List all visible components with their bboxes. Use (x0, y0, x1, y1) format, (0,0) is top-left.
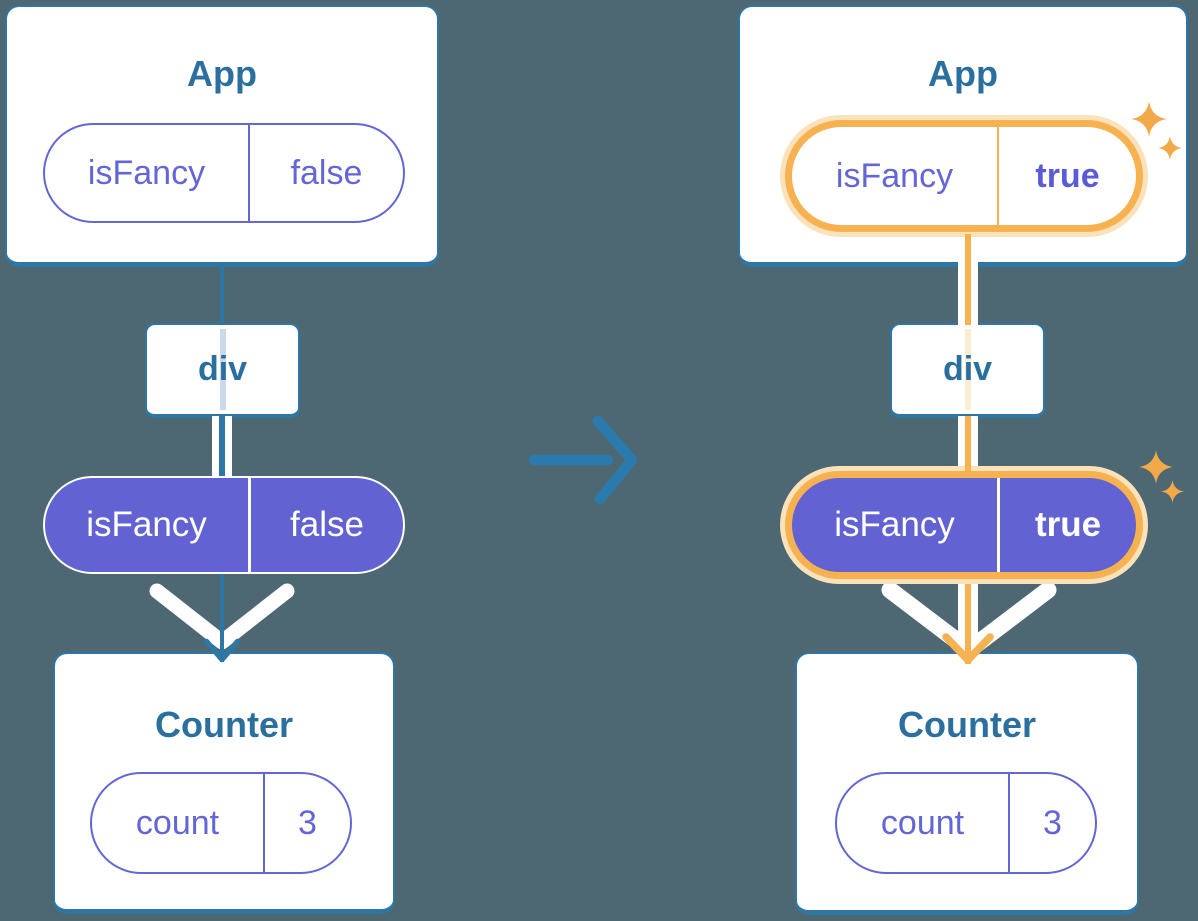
prop-value: true (1035, 156, 1100, 195)
left-edge-pill-counter (220, 574, 224, 662)
state-key: isFancy (792, 478, 1000, 572)
right-edge-app-div (965, 234, 971, 325)
left-counter-title: Counter (155, 704, 293, 745)
right-state-pill-highlight: isFancy true (780, 466, 1148, 584)
state-value: false (290, 505, 364, 544)
right-div-label: div (942, 350, 993, 388)
right-counter-title: Counter (898, 704, 1036, 745)
left-app-title: App (187, 53, 257, 94)
state-value: true (1034, 505, 1102, 544)
prop-value: false (290, 153, 363, 192)
left-edge-app-div (220, 266, 224, 326)
sparkle-icon (1139, 450, 1173, 484)
down-arrow-icon (203, 638, 241, 663)
left-faded-edge (219, 329, 226, 410)
right-app-title: App (928, 53, 998, 94)
left-edge-div-pill (219, 416, 225, 478)
left-div-box: div (145, 323, 300, 418)
left-count-pill: count 3 (90, 772, 352, 874)
sparkle-icon (1158, 136, 1182, 160)
right-count-pill: count 3 (835, 772, 1097, 874)
right-app-prop-pill-highlight: isFancy true (780, 115, 1148, 237)
down-arrow-icon (942, 633, 994, 664)
right-div-box: div (890, 323, 1045, 418)
sparkle-icon (1161, 480, 1184, 503)
right-edge-div-pill (965, 416, 971, 472)
prop-key: isFancy (792, 127, 999, 225)
left-state-pill: isFancy false (43, 476, 405, 574)
left-div-label: div (197, 350, 248, 388)
state-key: isFancy (45, 478, 251, 572)
right-arrow-icon (528, 415, 638, 505)
left-app-prop-pill: isFancy false (43, 123, 405, 223)
right-edge-pill-counter (965, 584, 971, 664)
prop-key: isFancy (45, 125, 250, 221)
count-value: 3 (1043, 803, 1062, 842)
count-key: count (837, 774, 1010, 872)
count-key: count (92, 774, 265, 872)
count-value: 3 (298, 803, 317, 842)
sparkle-icon (1131, 101, 1167, 137)
right-faded-edge (964, 329, 971, 410)
